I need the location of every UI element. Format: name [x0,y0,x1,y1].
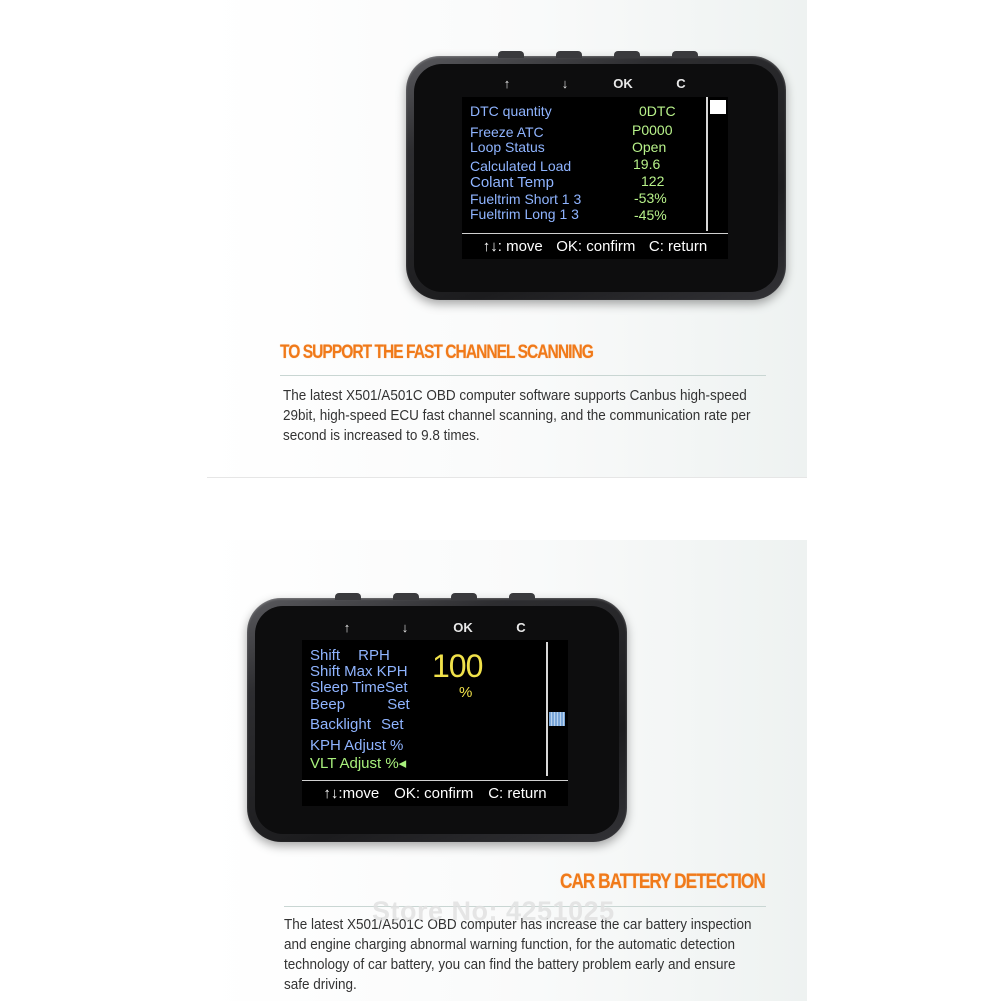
device-screen-top: DTC quantity 0DTC Freeze ATC P0000 Loop … [462,97,728,259]
screen-row-label: Freeze ATC [470,124,544,140]
move-hint: ↑↓: move [482,238,543,255]
screen-footer: ↑↓:move OK: confirm C: return [302,780,568,806]
scrollbar-track[interactable] [546,642,548,776]
down-arrow-button[interactable]: ↓ [561,76,569,91]
device-button-row: ↑ ↓ OK C [492,76,696,91]
screen-row-value: -45% [634,207,667,223]
section-text-fast-scanning: The latest X501/A501C OBD computer softw… [283,387,751,444]
menu-item[interactable]: Shift Max KPH [310,663,408,680]
ok-button[interactable]: OK [613,76,633,91]
return-hint: C: return [648,238,708,255]
c-button[interactable]: C [676,76,686,91]
screen-row-value: P0000 [632,122,673,138]
menu-item[interactable]: Backlight Set [310,716,404,733]
device-button-row: ↑ ↓ OK C [332,620,536,635]
scrollbar-thumb[interactable] [710,100,726,114]
menu-item-selected[interactable]: VLT Adjust %◂ [310,755,407,772]
screen-row-value: Open [632,139,667,155]
screen-row-label: Fueltrim Short 1 3 [470,191,582,207]
menu-item[interactable]: Beep Set [310,696,410,713]
screen-row-value: -53% [634,190,667,206]
screen-row-label: Loop Status [470,139,545,155]
heading-divider [280,375,766,376]
screen-row-label: Fueltrim Long 1 3 [470,206,579,222]
screen-row-label: DTC quantity [470,103,552,119]
section-text-battery: The latest X501/A501C OBD computer has i… [284,916,752,993]
big-value: 100 [432,648,483,684]
up-arrow-button[interactable]: ↑ [503,76,511,91]
screen-row-value: 0DTC [639,103,676,119]
move-hint: ↑↓:move [323,785,380,802]
screen-row-label: Calculated Load [470,158,572,174]
section-heading-fast-scanning: TO SUPPORT THE FAST CHANNEL SCANNING [280,342,594,363]
return-hint: C: return [488,785,547,802]
screen-row-label: Colant Temp [470,174,554,191]
section-heading-battery: CAR BATTERY DETECTION [560,870,766,893]
screen-footer: ↑↓: move OK: confirm C: return [462,233,728,259]
big-value-unit: % [459,684,473,701]
confirm-hint: OK: confirm [394,785,474,802]
menu-item[interactable]: Sleep TimeSet [310,679,408,696]
up-arrow-button[interactable]: ↑ [343,620,351,635]
menu-item[interactable]: KPH Adjust % [310,737,404,754]
store-watermark: Store No: 4251025 [372,896,615,926]
menu-item[interactable]: Shift RPH [310,647,390,664]
heading-divider [284,906,766,907]
device-screen-bottom: Shift RPH Shift Max KPH Sleep TimeSet Be… [302,640,568,806]
scrollbar-track[interactable] [706,97,708,231]
down-arrow-button[interactable]: ↓ [401,620,409,635]
c-button[interactable]: C [516,620,526,635]
ok-button[interactable]: OK [453,620,473,635]
confirm-hint: OK: confirm [556,238,636,255]
scrollbar-thumb[interactable] [549,712,565,726]
screen-row-value: 122 [641,173,665,189]
screen-row-value: 19.6 [633,156,661,172]
